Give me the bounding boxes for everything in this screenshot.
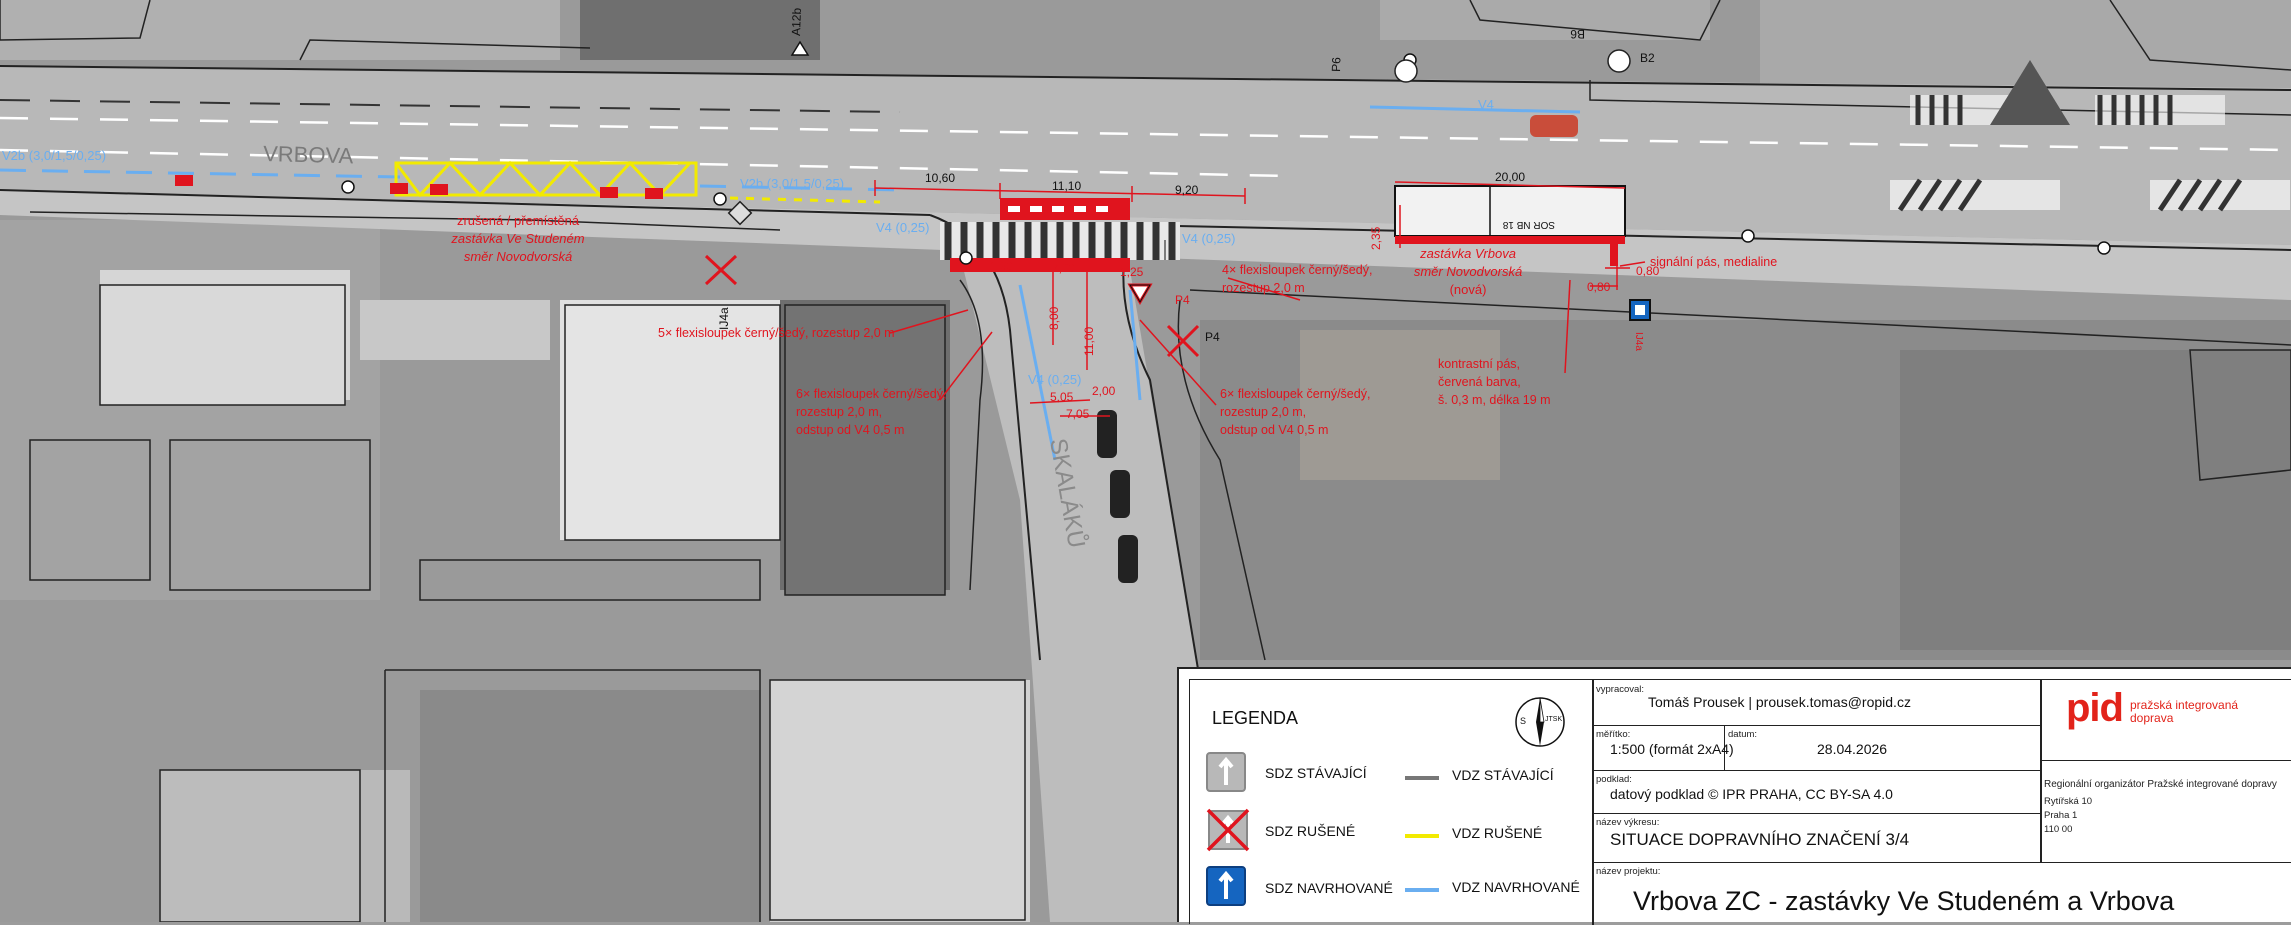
dimension: 8,00	[1047, 306, 1061, 330]
street-name-vrbova: VRBOVA	[263, 141, 354, 168]
sign-code: IJ4a	[717, 307, 731, 330]
note-new-stop: (nová)	[1450, 282, 1487, 297]
north-arrow-icon	[1515, 697, 1565, 747]
dimension: 10,60	[925, 171, 955, 185]
legend-vdz-cancelled: VDZ RUŠENÉ	[1452, 825, 1543, 841]
sign-code: P6	[1329, 57, 1344, 72]
legend-sdz-cancelled: SDZ RUŠENÉ	[1265, 823, 1356, 839]
vdz-label: V2b (3,0/1,5/0,25)	[2, 148, 106, 163]
scale-value: 1:500 (formát 2xA4)	[1610, 741, 1734, 757]
dimension: 7,00	[1052, 261, 1076, 275]
source-label: podklad:	[1596, 774, 1632, 785]
dimension: 11,00	[1082, 327, 1096, 356]
sign-code: IJ4a	[1633, 332, 1644, 351]
jtsk-label: JTSK	[1545, 716, 1563, 723]
dimension: 0,80	[1587, 280, 1611, 294]
existing-sign-icon	[1206, 752, 1246, 792]
date-value: 28.04.2026	[1817, 741, 1888, 757]
note-contrast: š. 0,3 m, délka 19 m	[1438, 393, 1551, 407]
pid-logo: pid	[2066, 686, 2124, 730]
drawing-value: SITUACE DOPRAVNÍHO ZNAČENÍ 3/4	[1610, 830, 1910, 849]
org-street: Rytířská 10	[2044, 796, 2093, 807]
vdz-existing-swatch	[1405, 776, 1439, 780]
proposed-sign-icon	[1206, 866, 1246, 906]
dimension: 7,05	[1066, 407, 1090, 421]
dimension: 9,20	[1175, 183, 1199, 197]
sign-code: A12b	[789, 7, 804, 36]
vdz-proposed-swatch	[1405, 888, 1439, 892]
note-flexi: rozestup 2,0 m,	[796, 405, 882, 419]
sign-code: B2	[1640, 51, 1655, 65]
source-value: datový podklad © IPR PRAHA, CC BY-SA 4.0	[1610, 786, 1893, 802]
org-zip: 110 00	[2044, 824, 2073, 835]
north-label: S	[1520, 716, 1527, 726]
dimension: 2,35	[1369, 226, 1383, 250]
dimension: 2,00	[1092, 384, 1116, 398]
sign-code: P4	[1175, 293, 1190, 307]
prepared-by-label: vypracoval:	[1596, 684, 1645, 695]
cancelled-sign-icon	[1206, 808, 1250, 852]
note-cancelled-stop: zrušená / přemístěná	[457, 213, 580, 228]
pid-logo-text-2: doprava	[2130, 711, 2174, 725]
dimension: 20,00	[1495, 170, 1525, 184]
sign-code: SOR NB 18	[1502, 219, 1555, 230]
note-flexi: 5× flexisloupek černý/šedý, rozestup 2,0…	[658, 326, 895, 340]
note-flexi: 4× flexisloupek černý/šedý,	[1222, 263, 1372, 277]
legend-title-block: LEGENDA S JTSK SDZ STÁVAJÍCÍ SDZ RUŠENÉ	[1177, 667, 2291, 925]
dimension: 1,90	[990, 259, 1014, 273]
project-label: název projektu:	[1596, 866, 1661, 877]
legend-title: LEGENDA	[1212, 708, 1299, 728]
vdz-label: V4 (0,25)	[1028, 372, 1081, 387]
vdz-cancelled-swatch	[1405, 834, 1439, 838]
vdz-label: V4 (0,25)	[1182, 231, 1235, 246]
note-flexi: 6× flexisloupek černý/šedý,	[796, 387, 946, 401]
drawing-label: název výkresu:	[1596, 817, 1660, 828]
dimension: 0,80	[1636, 264, 1660, 278]
vdz-label: V2b (3,0/1,5/0,25)	[740, 176, 844, 191]
vdz-label: V4 (0,25)	[876, 220, 929, 235]
legend-sdz-existing: SDZ STÁVAJÍCÍ	[1265, 765, 1367, 781]
sign-code: P4	[1205, 330, 1220, 344]
org-name: Regionální organizátor Pražské integrova…	[2044, 779, 2277, 790]
note-flexi: odstup od V4 0,5 m	[1220, 423, 1328, 437]
legend-sdz-proposed: SDZ NAVRHOVANÉ	[1265, 880, 1393, 896]
scale-label: měřítko:	[1596, 729, 1631, 740]
note-contrast: červená barva,	[1438, 375, 1521, 389]
legend-frame: LEGENDA S JTSK SDZ STÁVAJÍCÍ SDZ RUŠENÉ	[1189, 679, 2291, 925]
date-label: datum:	[1728, 729, 1758, 740]
note-new-stop: zastávka Vrbova	[1419, 246, 1516, 261]
org-city: Praha 1	[2044, 810, 2078, 821]
note-signal-strip: signální pás, medialine	[1650, 255, 1777, 269]
vdz-label: V4	[1478, 97, 1494, 112]
note-flexi: rozestup 2,0 m,	[1220, 405, 1306, 419]
project-value: Vrbova ZC - zastávky Ve Studeném a Vrbov…	[1633, 886, 2175, 916]
dimension: 1,25	[1120, 265, 1144, 279]
sign-code: B6	[1570, 27, 1585, 41]
note-contrast: kontrastní pás,	[1438, 357, 1520, 371]
note-cancelled-stop: zastávka Ve Studeném	[450, 231, 584, 246]
legend-vdz-existing: VDZ STÁVAJÍCÍ	[1452, 767, 1554, 783]
legend-vdz-proposed: VDZ NAVRHOVANÉ	[1452, 879, 1580, 895]
pid-logo-text-1: pražská integrovaná	[2130, 698, 2239, 712]
prepared-by-value: Tomáš Prousek | prousek.tomas@ropid.cz	[1648, 694, 1911, 710]
note-flexi: rozestup 2,0 m	[1222, 281, 1305, 295]
note-flexi: 6× flexisloupek černý/šedý,	[1220, 387, 1370, 401]
note-new-stop: směr Novodvorská	[1414, 264, 1522, 279]
note-flexi: odstup od V4 0,5 m	[796, 423, 904, 437]
note-cancelled-stop: směr Novodvorská	[464, 249, 572, 264]
dimension: 5,05	[1050, 390, 1074, 404]
dimension: 11,10	[1052, 179, 1081, 193]
